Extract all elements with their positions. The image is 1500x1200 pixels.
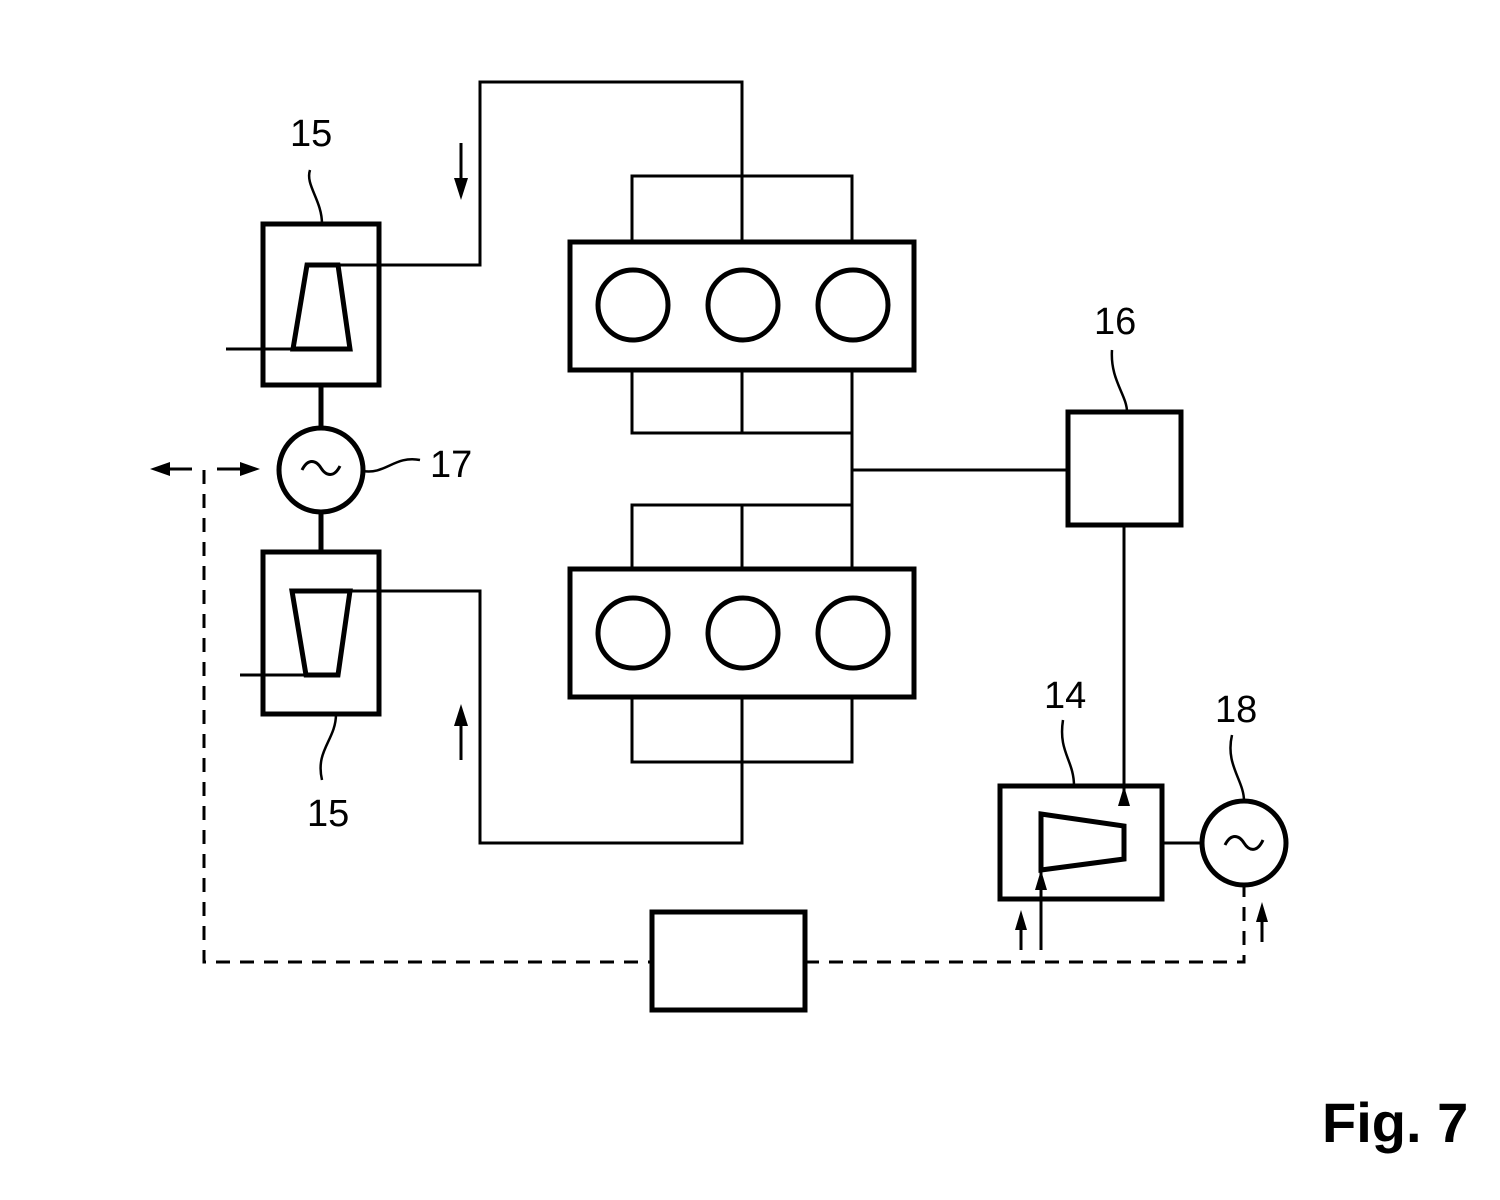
unit-16: 16 [1065,301,1184,800]
cylinder-icon [705,267,781,343]
cylinder-icon [815,267,891,343]
turbine-outlet-arrow-icon [1118,786,1130,806]
leader-15-upper [307,169,324,225]
ref-label-18: 18 [1215,689,1257,731]
ref-label-14: 14 [1044,675,1086,717]
figure-label: Fig. 7 [1322,1091,1468,1154]
ac-symbol-icon [1223,835,1265,851]
ref-label-16: 16 [1094,301,1136,343]
flow-arrow-down-icon [454,143,468,200]
turbo-upper-housing [260,221,382,388]
upper-charge-air-line [307,80,744,267]
electric-machine: 17 [276,385,472,550]
engine-block-upper [567,239,917,373]
turbocharger-lower: 15 [240,549,744,845]
ac-symbol-icon [300,460,342,476]
power-turbine-housing [997,783,1165,902]
leader-15-lower [319,713,338,781]
bidirectional-signal-arrows-icon [150,462,260,476]
ref-label-17: 17 [430,444,472,486]
control-unit-box [649,909,808,1013]
engine-block-lower [567,566,917,700]
turbine-wheel [1038,811,1127,873]
leader-18 [1229,734,1246,802]
compressor-wheel-lower [289,588,353,678]
lower-charge-air-line [350,589,744,845]
cylinder-icon [815,595,891,671]
turbocharger-upper: 15 [226,80,744,388]
leader-14 [1060,719,1076,787]
generator: 18 [1162,689,1289,888]
cylinder-icon [595,267,671,343]
power-turbine: 14 [997,675,1165,950]
unit-16-box [1065,409,1184,528]
cylinder-icon [595,595,671,671]
ref-label-15-lower: 15 [307,793,349,835]
leader-17 [362,457,421,473]
turbo-lower-housing [260,549,382,717]
leader-16 [1110,349,1129,413]
signal-line-right [805,885,1246,964]
engine-bank-upper [567,174,917,435]
turbine-inlet-arrow-icon [1035,870,1047,890]
flow-arrow-up-icon [454,704,468,760]
compressor-wheel-upper [290,262,353,352]
signal-line-left [202,470,652,964]
ref-label-15-upper: 15 [290,113,332,155]
signal-arrow-up-icon [1256,902,1268,942]
flow-arrow-up-icon [1015,910,1027,950]
cylinder-icon [705,595,781,671]
engine-bank-lower [567,503,917,764]
